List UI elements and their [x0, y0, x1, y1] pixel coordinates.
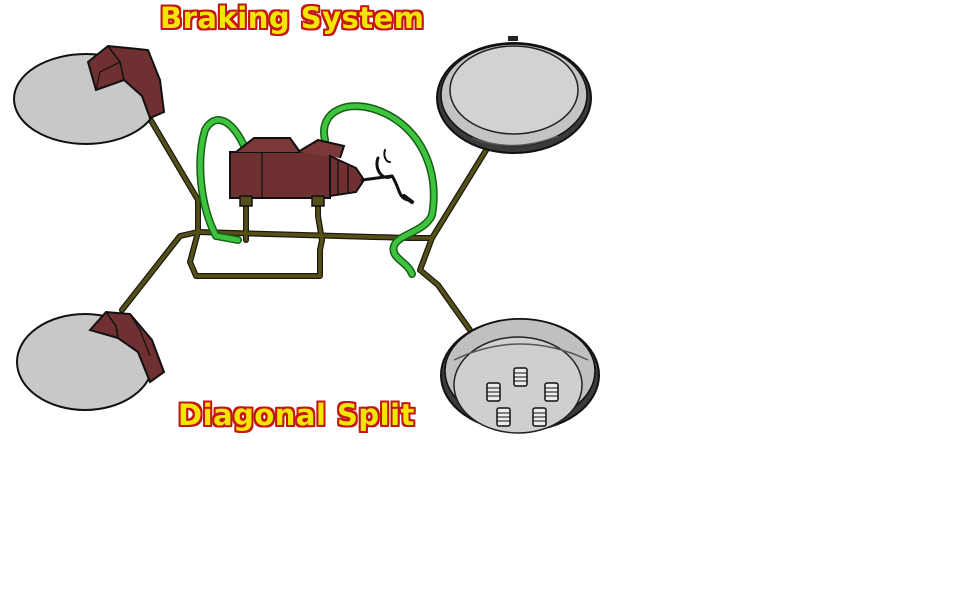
green-lines: [196, 102, 438, 278]
diagram-title: Braking System: [160, 1, 425, 35]
disc-brake-icon: [13, 44, 166, 145]
drum-brake-icon: [436, 36, 592, 154]
brake-pedal-icon: [360, 149, 414, 204]
disc-brake-icon: [16, 310, 166, 411]
drum-brake-icon: [440, 318, 600, 434]
master-cylinder-icon: [229, 137, 366, 207]
diagram-subtitle: Diagonal Split: [178, 398, 415, 432]
